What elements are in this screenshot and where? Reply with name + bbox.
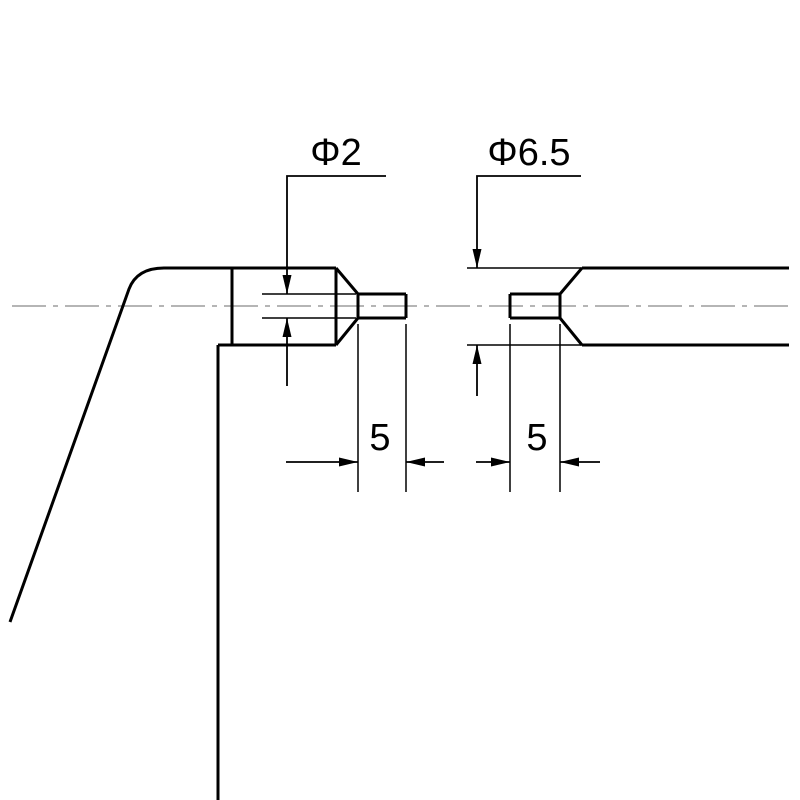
phi65-label: Φ6.5 [487, 132, 570, 174]
dimension-5-left: 5 [286, 324, 444, 492]
phi2-arrow-down-icon [282, 275, 292, 294]
spindle-chamfer-bottom [558, 317, 584, 346]
dimension-5-right: 5 [476, 324, 600, 492]
right5-arrow-left-icon [560, 457, 579, 467]
frame-and-anvil-outline [8, 266, 408, 800]
left5-arrow-left-icon [406, 457, 425, 467]
dimension-phi65: Φ6.5 [467, 132, 583, 396]
right5-arrow-right-icon [491, 457, 510, 467]
frame-top-and-slant-edge [8, 266, 336, 623]
phi65-arrow-up-icon [472, 345, 482, 364]
phi65-arrow-down-icon [472, 249, 482, 268]
dimension-phi2: Φ2 [262, 132, 386, 386]
phi2-label: Φ2 [310, 132, 361, 174]
phi65-leader-line [476, 175, 581, 268]
right5-label: 5 [526, 417, 547, 459]
left5-arrow-right-icon [339, 457, 358, 467]
anvil-chamfer-bottom [334, 317, 360, 346]
left5-label: 5 [369, 417, 390, 459]
spindle-chamfer-top [558, 267, 584, 295]
anvil-chamfer-top [334, 267, 360, 295]
spindle-outline [508, 266, 789, 347]
phi2-arrow-up-icon [282, 318, 292, 337]
phi2-leader-line [286, 175, 386, 294]
